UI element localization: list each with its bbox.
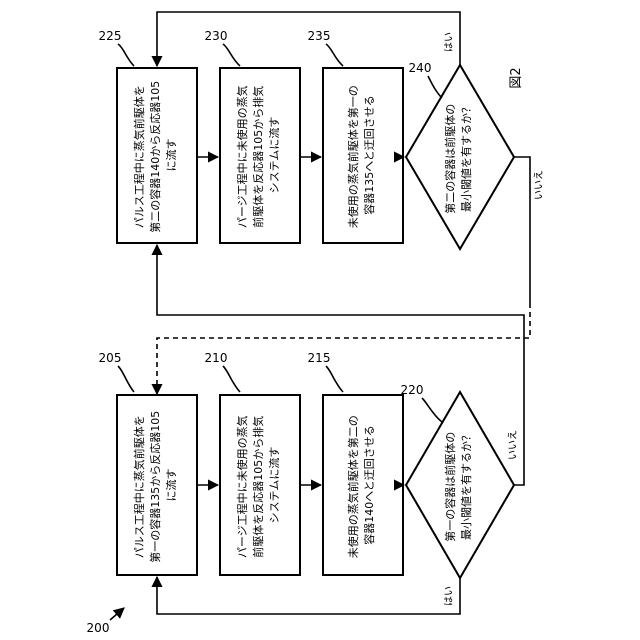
ref-210: 210	[205, 351, 228, 365]
ref-215: 215	[308, 351, 331, 365]
ref-220: 220	[401, 383, 424, 397]
ref-205: 205	[99, 351, 122, 365]
label-yes-240: はい	[443, 32, 455, 52]
ref-200-leader	[110, 608, 124, 620]
ref-220-leader	[422, 398, 442, 422]
ref-215-leader	[326, 366, 343, 392]
ref-230: 230	[205, 29, 228, 43]
ref-240: 240	[409, 61, 432, 75]
label-yes-220: はい	[443, 586, 455, 606]
ref-210-leader	[223, 366, 240, 392]
yes-loop-220	[157, 577, 460, 614]
label-no-240: いいえ	[533, 170, 545, 200]
no-path-240	[514, 157, 530, 303]
ref-200: 200	[87, 621, 110, 635]
ref-235: 235	[308, 29, 331, 43]
figure-label: 図2	[509, 67, 524, 88]
no-path-240-dashed	[157, 303, 530, 394]
ref-235-leader	[326, 44, 343, 66]
ref-225: 225	[99, 29, 122, 43]
label-no-220: いいえ	[507, 430, 519, 460]
ref-205-leader	[118, 366, 134, 392]
ref-225-leader	[118, 44, 134, 66]
ref-230-leader	[223, 44, 240, 66]
ref-240-leader	[428, 76, 442, 98]
